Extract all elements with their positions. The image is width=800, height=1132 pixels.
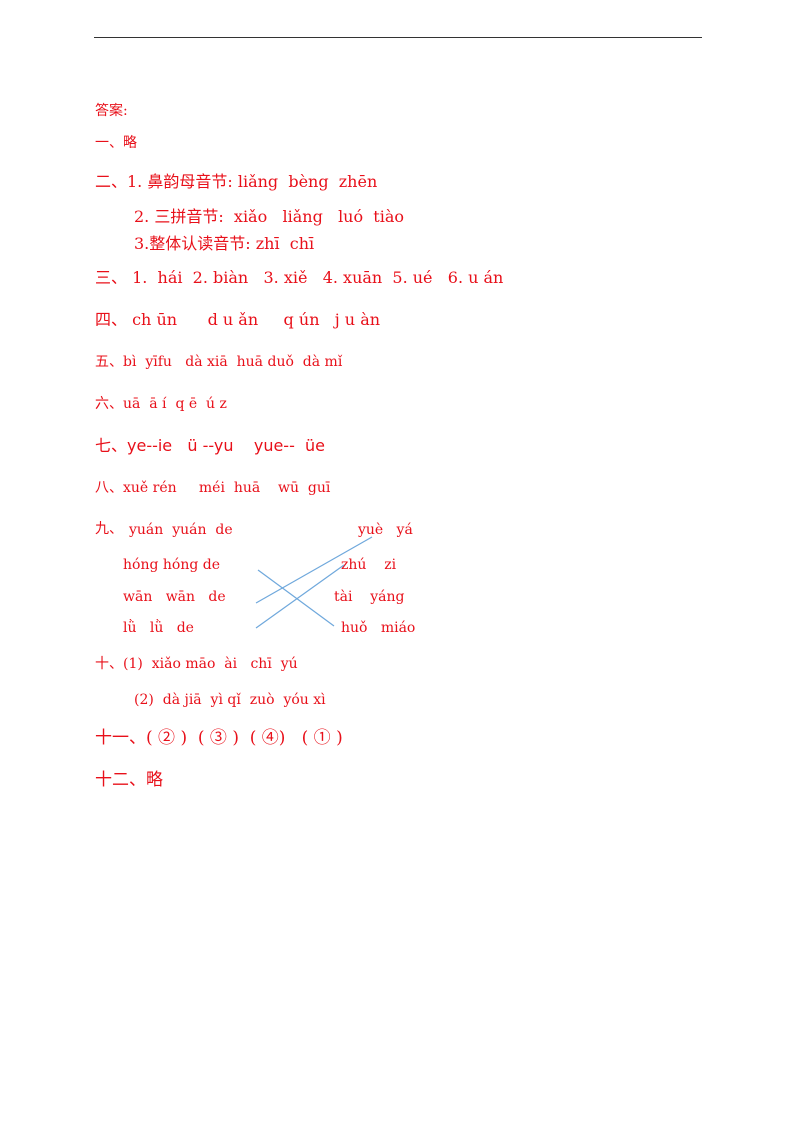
connector-line	[257, 569, 335, 627]
answer-9-left-3: wān wān de	[123, 589, 226, 605]
answer-2-line-2: 2. 三拼音节: xiǎo liǎng luó tiào	[134, 207, 405, 226]
answer-5: 五、bì yīfu dà xiā huā duǒ dà mǐ	[95, 354, 343, 370]
answer-9-left-2: hóng hóng de	[123, 557, 220, 573]
answer-10-line-2: (2) dà jiā yì qǐ zuò yóu xì	[134, 692, 326, 708]
answer-2-line-3: 3.整体认读音节: zhī chī	[134, 234, 315, 253]
answer-1: 一、略	[95, 135, 137, 151]
answer-7: 七、ye--ie ü --yu yue-- üe	[95, 436, 326, 455]
answer-9-right-4: huǒ miáo	[341, 620, 416, 636]
answer-9-left-4: lǜ lǜ de	[123, 620, 194, 636]
answer-6: 六、uā ā í q ē ú z	[95, 396, 227, 412]
answer-4: 四、 ch ūn d u ǎn q ún j u àn	[95, 310, 381, 329]
answer-9-right-3: tài yáng	[334, 589, 405, 605]
answer-label: 答案:	[95, 103, 128, 119]
answer-2-line-1: 二、1. 鼻韵母音节: liǎng bèng zhēn	[95, 172, 378, 191]
answer-12: 十二、略	[95, 770, 163, 790]
answer-9-label: 九、	[95, 521, 123, 537]
answer-9-right-1: yuè yá	[358, 522, 413, 538]
answer-9-left-1: yuán yuán de	[129, 522, 233, 538]
answer-3: 三、 1. hái 2. biàn 3. xiě 4. xuān 5. ué 6…	[95, 268, 504, 287]
answer-11: 十一、( ② ) ( ③ ) ( ④) ( ① )	[95, 728, 343, 748]
connector-line	[255, 536, 373, 604]
answer-10-line-1: 十、(1) xiǎo māo ài chī yú	[95, 656, 298, 672]
connector-line	[255, 564, 345, 629]
header-rule	[94, 37, 702, 38]
answer-9-right-2: zhú zi	[341, 557, 397, 573]
answer-8: 八、xuě rén méi huā wū guī	[95, 480, 331, 496]
